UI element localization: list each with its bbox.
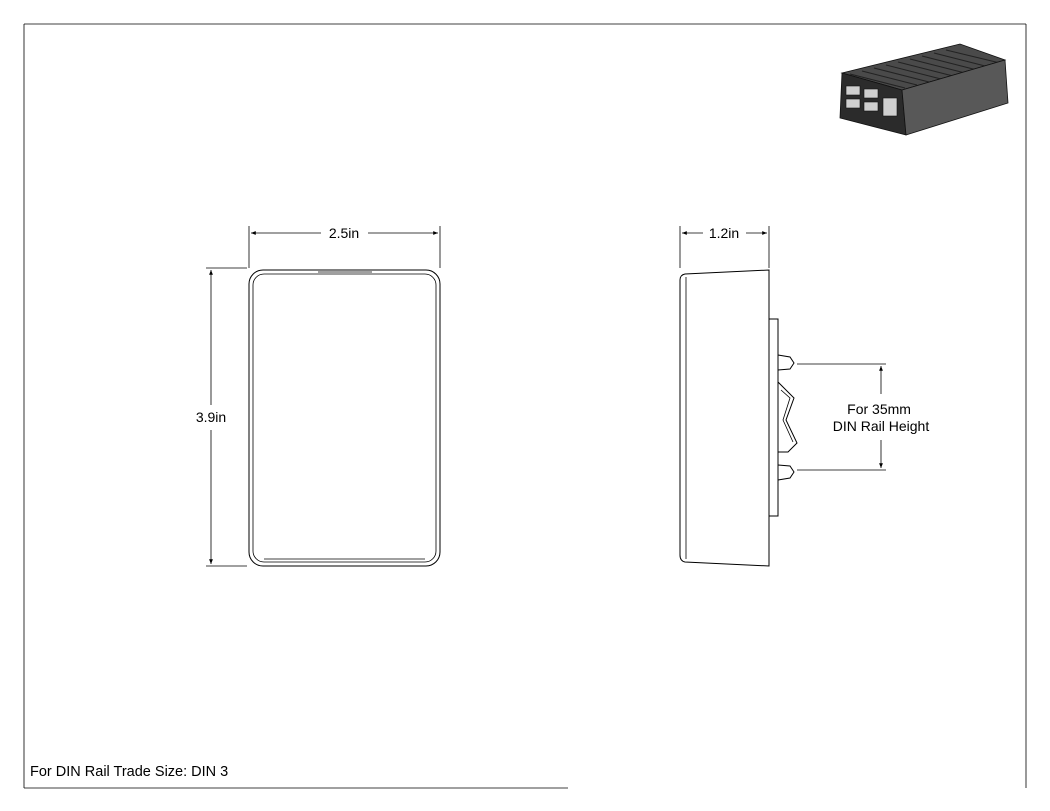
rail-height-note-line-1: For 35mm [847,401,911,417]
front-view-outline [248,269,441,567]
enclosure-isometric-thumbnail [839,43,1009,136]
rail-height-note-line-2: DIN Rail Height [833,418,930,434]
trade-size-note: For DIN Rail Trade Size: DIN 3 [30,764,228,780]
sheet-border [23,23,1027,789]
side-depth-dimension: 1.2in [679,225,770,268]
front-width-label: 2.5in [329,225,359,241]
front-height-label: 3.9in [196,409,226,425]
rail-height-note: For 35mm DIN Rail Height [833,401,930,434]
rail-height-dimension: For 35mm DIN Rail Height [797,363,930,471]
front-height-dimension: 3.9in [196,267,247,567]
side-view-outline [679,269,798,567]
side-depth-label: 1.2in [709,225,739,241]
front-width-dimension: 2.5in [248,225,441,268]
